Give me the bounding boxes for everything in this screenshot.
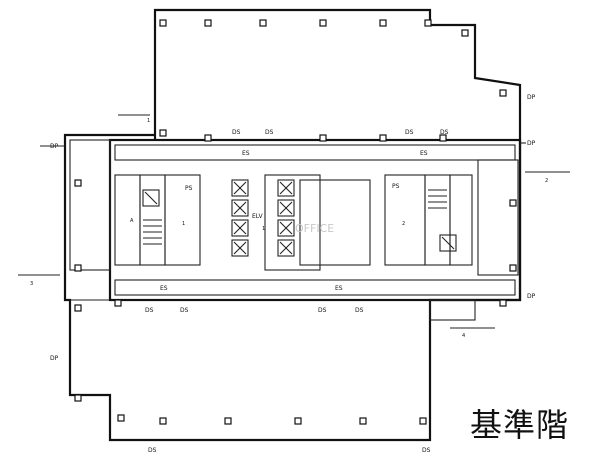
column [204, 19, 212, 27]
column [224, 417, 232, 425]
room-center [299, 179, 371, 266]
column [509, 264, 517, 272]
es-label: ES [335, 285, 343, 292]
column [319, 19, 327, 27]
elevator-cross [144, 191, 158, 205]
column [74, 179, 82, 187]
elevator-shaft [277, 199, 295, 217]
room-1 [164, 174, 201, 266]
core-band [108, 138, 522, 302]
column [74, 394, 82, 402]
column [439, 134, 447, 142]
elevator-shaft [277, 219, 295, 237]
ps-label: PS [185, 185, 193, 192]
ds-label: DS [180, 307, 189, 314]
refresh-corner-2: 2 [545, 178, 548, 184]
elevator-shaft [277, 179, 295, 197]
elevator-cross [233, 201, 247, 215]
room-a-label: A [130, 218, 134, 224]
column [424, 19, 432, 27]
column [509, 199, 517, 207]
room-2-label: 2 [402, 221, 405, 227]
column [461, 29, 469, 37]
column [159, 19, 167, 27]
refresh-corner-1: 1 [147, 118, 150, 124]
room-right [477, 159, 519, 276]
columns [74, 19, 517, 425]
room-left [69, 139, 111, 271]
dp-label: DP [50, 355, 59, 362]
elevator-cross [233, 221, 247, 235]
column [259, 19, 267, 27]
ds-label: DS [265, 129, 274, 136]
column [114, 299, 122, 307]
elv-number: 1 [262, 226, 265, 232]
outer-wall [63, 8, 522, 442]
column [379, 134, 387, 142]
ds-label: DS [422, 447, 431, 454]
elevator-shaft [231, 239, 249, 257]
elevator-shaft [439, 234, 457, 252]
column [117, 414, 125, 422]
ds-label: DS [405, 129, 414, 136]
elevator-cross [279, 221, 293, 235]
column [419, 417, 427, 425]
column [499, 89, 507, 97]
column [379, 19, 387, 27]
refresh-corner-3: 3 [30, 281, 33, 287]
floor-title: 基準階 [470, 406, 570, 444]
elevator-shaft [231, 219, 249, 237]
column [204, 134, 212, 142]
column [359, 417, 367, 425]
elevator-banks [142, 179, 457, 257]
elevator-hall [264, 174, 321, 271]
ds-label: DS [355, 307, 364, 314]
dp-label: DP [527, 94, 536, 101]
ds-label: DS [440, 129, 449, 136]
elevator-cross [279, 241, 293, 255]
ds-label: DS [318, 307, 327, 314]
elevator-cross [279, 201, 293, 215]
dp-label: DP [527, 293, 536, 300]
elevator-shaft [231, 199, 249, 217]
ds-label: DS [145, 307, 154, 314]
elevator-cross [441, 236, 455, 250]
elevator-shaft [277, 239, 295, 257]
column [499, 299, 507, 307]
column [159, 129, 167, 137]
column [159, 417, 167, 425]
es-label: ES [420, 150, 428, 157]
room-1-label: 1 [182, 221, 185, 227]
elevator-shaft [231, 179, 249, 197]
elevator-shaft [142, 189, 160, 207]
elevator-cross [233, 181, 247, 195]
column [294, 417, 302, 425]
room-2 [384, 174, 426, 266]
refresh-corner-4: 4 [462, 333, 465, 339]
ps-label: PS [392, 183, 400, 190]
dp-label: DP [527, 140, 536, 147]
elv-label: ELV [252, 213, 263, 220]
ds-label: DS [232, 129, 241, 136]
ds-label: DS [148, 447, 157, 454]
column [74, 264, 82, 272]
column [74, 304, 82, 312]
elevator-cross [233, 241, 247, 255]
es-label: ES [160, 285, 168, 292]
es-label: ES [242, 150, 250, 157]
elevator-cross [279, 181, 293, 195]
watermark: OFFICE [295, 222, 335, 235]
column [319, 134, 327, 142]
